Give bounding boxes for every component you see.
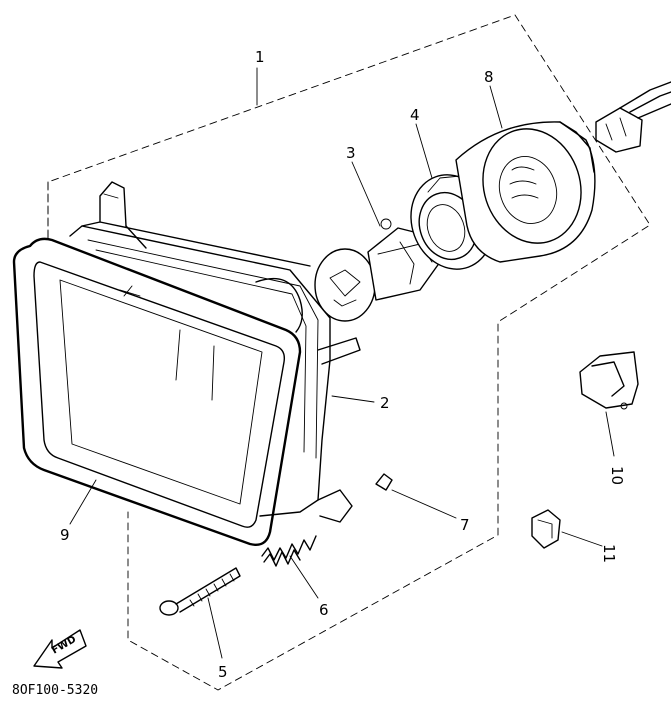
forward-arrow-icon: FWD <box>33 629 87 669</box>
clip <box>375 473 393 491</box>
callout-2-leader <box>331 395 375 403</box>
callout-7-leader <box>391 489 457 519</box>
socket-cover <box>455 121 596 263</box>
callout-8: 8 <box>484 68 494 86</box>
callout-9: 9 <box>60 526 70 544</box>
adjusting-bolt <box>159 567 241 616</box>
callout-5-leader <box>207 597 223 659</box>
callout-10-leader <box>605 411 615 457</box>
headlight-housing <box>69 181 361 523</box>
clamp <box>579 351 639 410</box>
callout-2: 2 <box>380 394 390 412</box>
callout-3: 3 <box>346 144 356 162</box>
wire-connector <box>595 81 671 153</box>
callout-3-leader <box>351 161 381 227</box>
headlight-rim <box>12 237 302 546</box>
spring <box>261 535 317 567</box>
callout-4: 4 <box>410 106 420 124</box>
callout-4-leader <box>415 123 433 179</box>
callout-8-leader <box>489 85 503 129</box>
callout-7: 7 <box>460 516 470 534</box>
callout-9-leader <box>69 479 97 525</box>
callout-11-leader <box>561 531 603 547</box>
callout-6: 6 <box>319 601 329 619</box>
callout-10: 10 <box>608 466 626 485</box>
callout-1: 1 <box>255 48 265 66</box>
drawing-code: 8OF100-5320 <box>12 683 98 698</box>
callout-6-leader <box>289 555 319 599</box>
cap <box>531 509 561 549</box>
callout-5: 5 <box>218 663 228 681</box>
callout-11: 11 <box>600 544 618 563</box>
assembly-boundary-outline <box>47 14 651 691</box>
